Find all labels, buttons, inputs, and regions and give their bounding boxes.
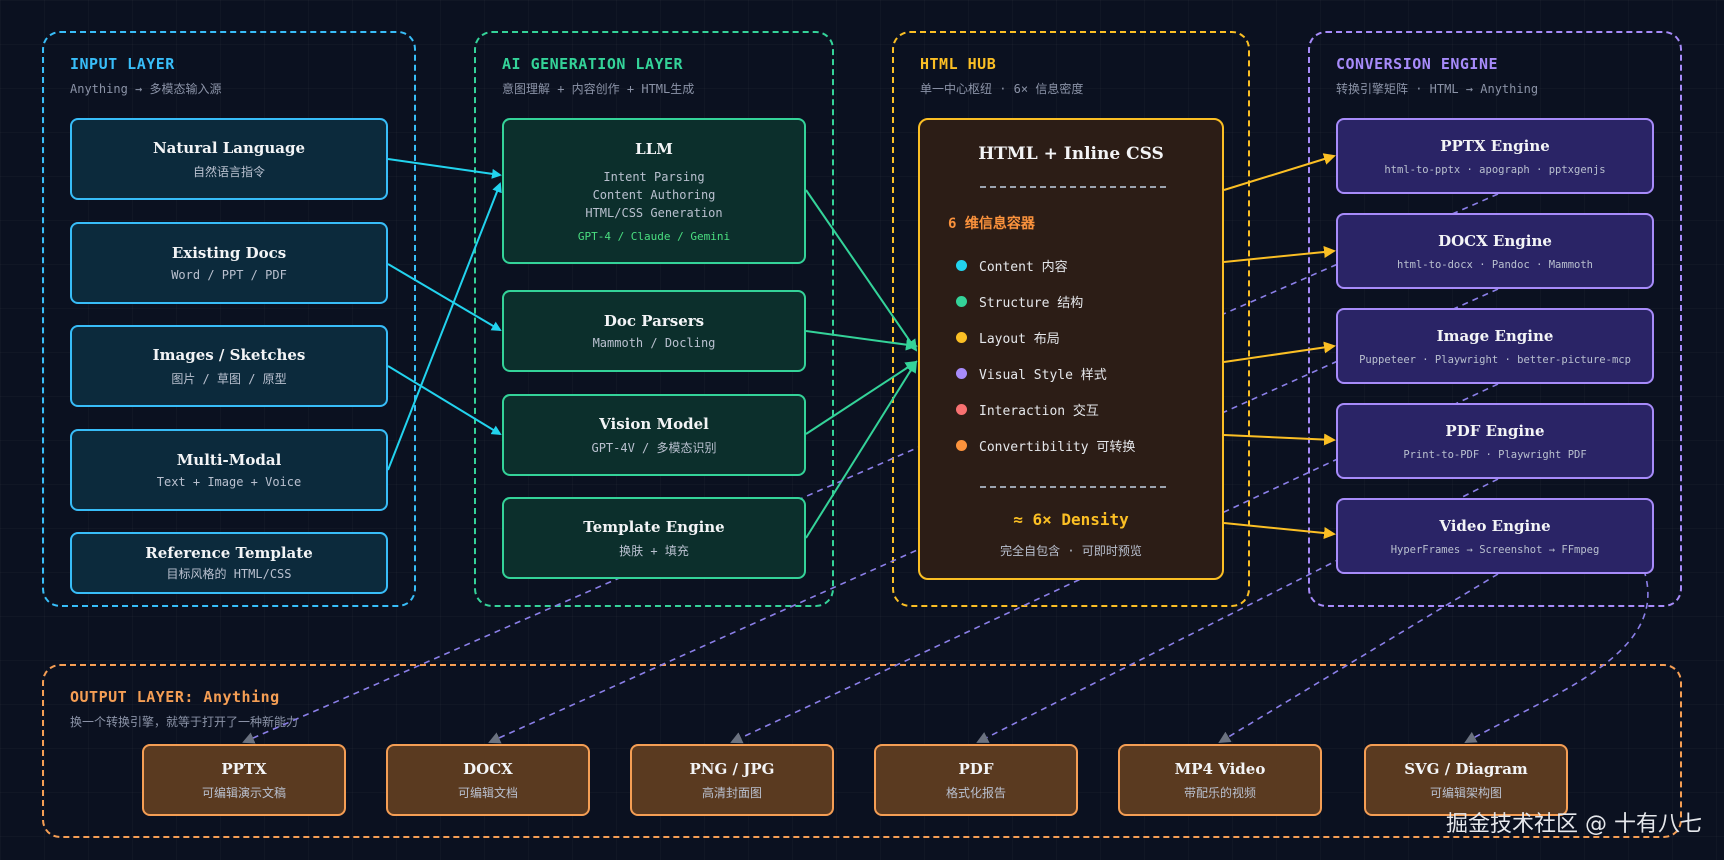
watermark: 掘金技术社区 @ 十有八七 [1446, 812, 1702, 837]
box-subtitle: 可编辑文档 [457, 785, 518, 800]
box-subtitle: Print-to-PDF · Playwright PDF [1403, 448, 1587, 461]
box-title: PDF Engine [1445, 421, 1545, 440]
ai-doc-parsers: Doc Parsers Mammoth / Docling [502, 290, 806, 372]
output-pptx: PPTX 可编辑演示文稿 [142, 744, 346, 816]
hub-divider [980, 186, 1166, 188]
hub-dim-item: Layout 布局 [956, 328, 1060, 347]
input-layer-subtitle: Anything → 多模态输入源 [70, 82, 222, 96]
hub-box-title: HTML + Inline CSS [978, 144, 1164, 164]
llm-capability: Intent Parsing [603, 169, 705, 184]
box-title: Reference Template [145, 544, 313, 562]
box-subtitle: Text + Image + Voice [156, 475, 302, 489]
box-title: PPTX Engine [1440, 136, 1550, 155]
hub-layer-subtitle: 单一中心枢纽 · 6× 信息密度 [920, 82, 1084, 96]
box-title: Multi-Modal [176, 451, 282, 469]
box-subtitle: 带配乐的视频 [1183, 785, 1256, 800]
conversion-layer-title: CONVERSION ENGINE [1336, 55, 1499, 73]
hub-layer-title: HTML HUB [920, 55, 997, 73]
dim-label: Interaction 交互 [979, 404, 1099, 419]
hub-dim-item: Interaction 交互 [956, 400, 1099, 419]
engine-video: Video Engine HyperFrames → Screenshot → … [1336, 498, 1654, 574]
output-svg-diagram: SVG / Diagram 可编辑架构图 [1364, 744, 1568, 816]
input-natural-language: Natural Language 自然语言指令 [70, 118, 388, 200]
box-title: SVG / Diagram [1404, 759, 1528, 778]
box-title: Natural Language [152, 138, 306, 157]
box-subtitle: GPT-4V / 多模态识别 [591, 440, 717, 455]
box-title: Template Engine [583, 517, 725, 536]
dim-label: Visual Style 样式 [979, 368, 1107, 383]
box-title: MP4 Video [1174, 759, 1266, 778]
llm-models: GPT-4 / Claude / Gemini [577, 229, 731, 243]
box-subtitle: 图片 / 草图 / 原型 [171, 371, 287, 386]
dim-dot-icon [956, 368, 967, 379]
dim-dot-icon [956, 296, 967, 307]
box-subtitle: 高清封面图 [701, 785, 762, 800]
box-subtitle: 可编辑演示文稿 [201, 785, 286, 800]
hub-dim-item: Visual Style 样式 [956, 364, 1107, 383]
dim-dot-icon [956, 260, 967, 271]
dim-label: Content 内容 [979, 260, 1068, 275]
output-mp4-video: MP4 Video 带配乐的视频 [1118, 744, 1322, 816]
box-subtitle: HyperFrames → Screenshot → FFmpeg [1390, 543, 1600, 556]
box-subtitle: Puppeteer · Playwright · better-picture-… [1359, 353, 1631, 366]
box-title: Images / Sketches [152, 345, 306, 364]
box-subtitle: 格式化报告 [945, 785, 1006, 800]
engine-pptx: PPTX Engine html-to-pptx · apograph · pp… [1336, 118, 1654, 194]
box-subtitle: 换肤 + 填充 [619, 543, 689, 558]
conversion-layer-subtitle: 转换引擎矩阵 · HTML → Anything [1336, 82, 1539, 96]
box-subtitle: html-to-pptx · apograph · pptxgenjs [1384, 163, 1606, 176]
box-title: DOCX Engine [1438, 231, 1552, 250]
ai-template-engine: Template Engine 换肤 + 填充 [502, 497, 806, 579]
output-layer-subtitle: 换一个转换引擎，就等于打开了一种新能力 [70, 715, 299, 729]
dim-dot-icon [956, 404, 967, 415]
box-title: DOCX [463, 759, 513, 778]
output-docx: DOCX 可编辑文档 [386, 744, 590, 816]
input-existing-docs: Existing Docs Word / PPT / PDF [70, 222, 388, 304]
dim-label: Layout 布局 [979, 332, 1060, 347]
input-reference-template: Reference Template 目标风格的 HTML/CSS [70, 532, 388, 594]
box-title: Vision Model [599, 414, 709, 433]
box-subtitle: Word / PPT / PDF [171, 268, 287, 282]
hub-divider [980, 486, 1166, 488]
box-subtitle: 自然语言指令 [192, 164, 265, 179]
hub-dims-caption: 6 维信息容器 [948, 216, 1035, 232]
llm-capability: HTML/CSS Generation [585, 205, 723, 220]
output-layer-title: OUTPUT LAYER: Anything [70, 688, 280, 706]
dim-dot-icon [956, 332, 967, 343]
hub-dim-item: Structure 结构 [956, 292, 1083, 311]
input-multi-modal: Multi-Modal Text + Image + Voice [70, 429, 388, 511]
ai-layer-subtitle: 意图理解 + 内容创作 + HTML生成 [502, 82, 695, 96]
hub-dim-item: Content 内容 [956, 256, 1068, 275]
ai-layer-title: AI GENERATION LAYER [502, 55, 684, 73]
input-images-sketches: Images / Sketches 图片 / 草图 / 原型 [70, 325, 388, 407]
hub-dim-item: Convertibility 可转换 [956, 436, 1135, 455]
box-title: PDF [958, 759, 994, 778]
box-title: Doc Parsers [603, 312, 705, 330]
hub-density: ≈ 6× Density [1013, 510, 1129, 529]
box-title: PNG / JPG [689, 759, 775, 778]
dim-label: Structure 结构 [979, 296, 1084, 311]
box-title: Image Engine [1436, 326, 1554, 345]
engine-docx: DOCX Engine html-to-docx · Pandoc · Mamm… [1336, 213, 1654, 289]
html-hub-box: HTML + Inline CSS 6 维信息容器 Content 内容 Str… [918, 118, 1224, 580]
box-subtitle: 可编辑架构图 [1429, 785, 1502, 800]
output-png-jpg: PNG / JPG 高清封面图 [630, 744, 834, 816]
box-title: Existing Docs [171, 244, 287, 262]
box-title: LLM [635, 139, 673, 158]
box-subtitle: html-to-docx · Pandoc · Mammoth [1397, 258, 1593, 271]
dim-label: Convertibility 可转换 [979, 440, 1136, 455]
output-pdf: PDF 格式化报告 [874, 744, 1078, 816]
ai-llm: LLM Intent Parsing Content Authoring HTM… [502, 118, 806, 264]
engine-image: Image Engine Puppeteer · Playwright · be… [1336, 308, 1654, 384]
hub-footer: 完全自包含 · 可即时预览 [1000, 544, 1142, 558]
input-layer-title: INPUT LAYER [70, 55, 175, 73]
llm-capability: Content Authoring [592, 187, 716, 202]
box-title: Video Engine [1439, 516, 1551, 535]
dim-dot-icon [956, 440, 967, 451]
box-subtitle: 目标风格的 HTML/CSS [166, 567, 292, 581]
ai-vision-model: Vision Model GPT-4V / 多模态识别 [502, 394, 806, 476]
engine-pdf: PDF Engine Print-to-PDF · Playwright PDF [1336, 403, 1654, 479]
box-subtitle: Mammoth / Docling [592, 336, 716, 350]
box-title: PPTX [221, 759, 267, 778]
